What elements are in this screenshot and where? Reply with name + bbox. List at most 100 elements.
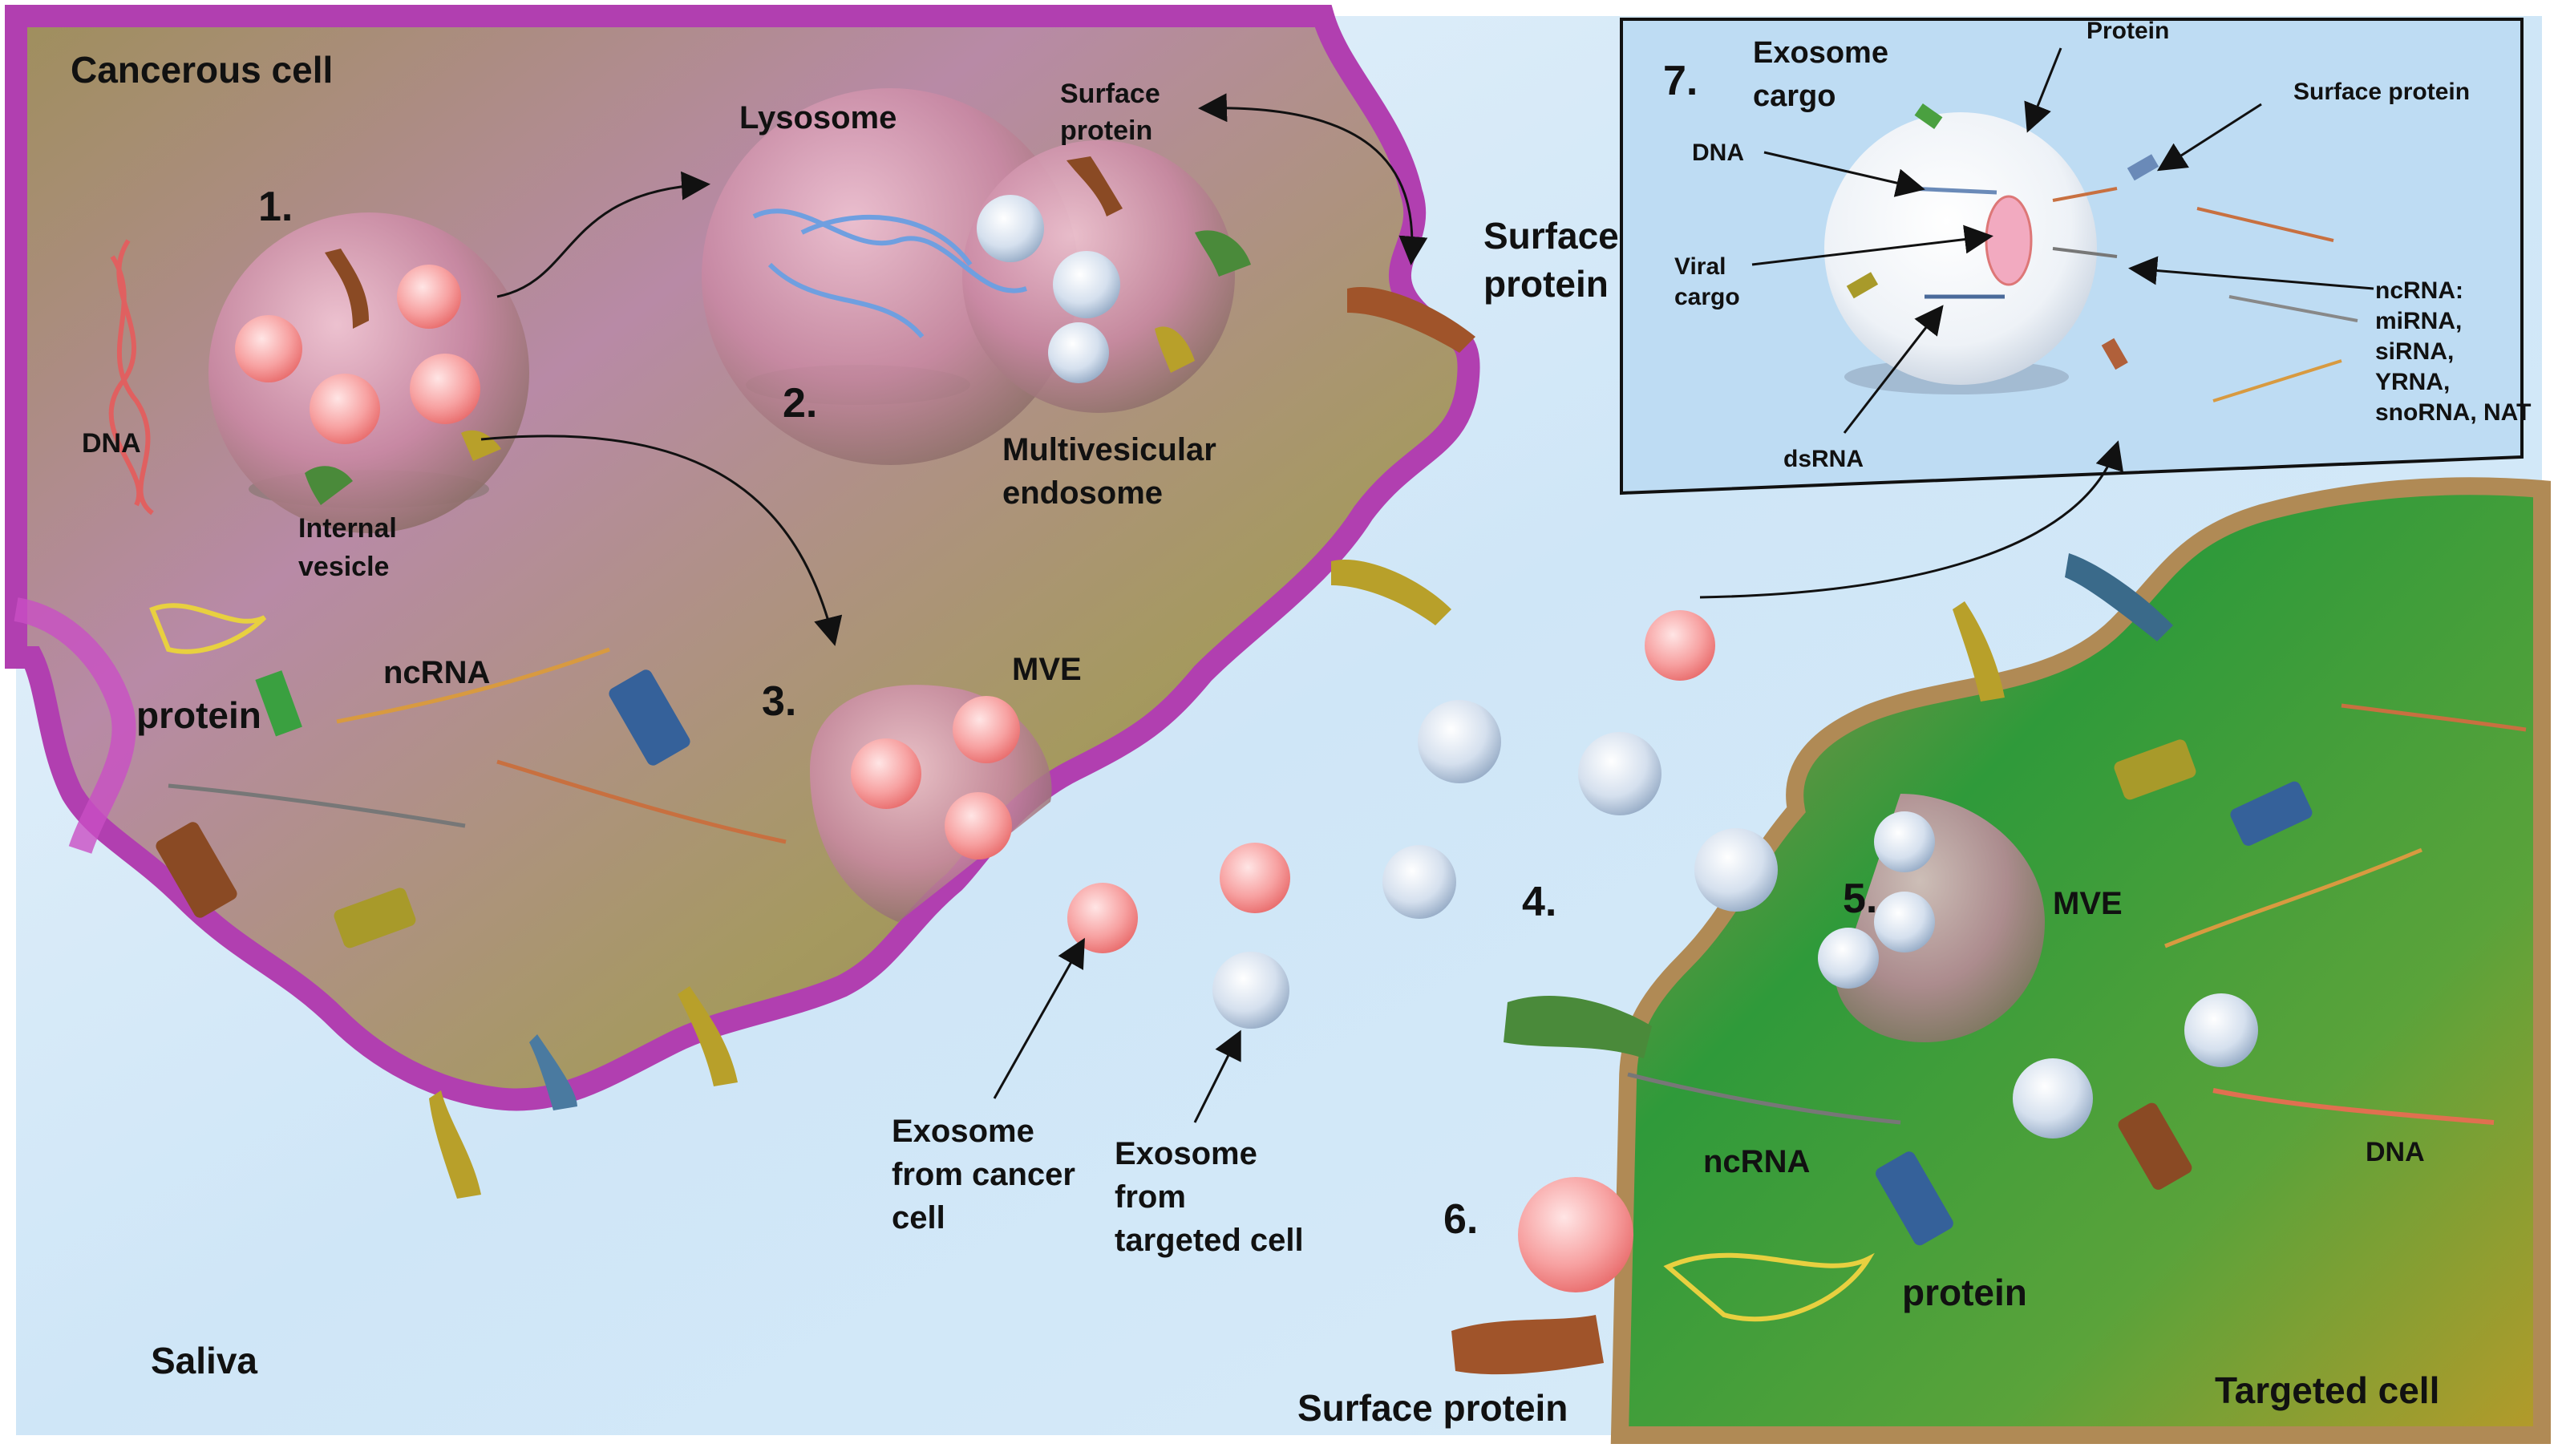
internal-vesicle-group — [208, 212, 529, 533]
ncrna-icon — [168, 783, 466, 828]
label-exosome-cancer-1: Exosome — [892, 1114, 1034, 1149]
label-mve-left: MVE — [1012, 652, 1082, 687]
step-5: 5. — [1843, 876, 1877, 922]
label-surface-protein-right-2: protein — [1483, 263, 1609, 305]
exosome-cancer — [1220, 843, 1290, 913]
protein-icon — [305, 466, 353, 505]
intra-vesicle — [977, 195, 1044, 262]
fusing-exosome-group — [1518, 1177, 1633, 1292]
inset-label-viral-1: Viral — [1674, 253, 1726, 280]
ncrna-icon — [336, 647, 610, 724]
label-exosome-cancer-3: cell — [892, 1200, 945, 1236]
label-ncrna-left: ncRNA — [383, 655, 490, 690]
inset-arrow-dsrna — [1843, 305, 1944, 434]
intra-vesicle — [1048, 322, 1109, 383]
label-lysosome: Lysosome — [739, 100, 897, 135]
surface-protein-icon — [1067, 156, 1123, 216]
protein-icon — [429, 1090, 481, 1199]
inset-label-viral-2: cargo — [1674, 284, 1740, 310]
label-multivesicular-1: Multivesicular — [1002, 432, 1216, 467]
inset-label-dsrna: dsRNA — [1783, 446, 1864, 472]
protein-icon — [2065, 553, 2173, 641]
exosome-targeted — [2013, 1058, 2093, 1139]
label-exosome-cancer-2: from cancer — [892, 1157, 1075, 1192]
inset-title-2: cargo — [1753, 79, 1836, 113]
ncrna-icon — [2228, 295, 2358, 322]
intra-vesicle — [1818, 928, 1879, 989]
ncrna-icon — [2052, 187, 2118, 202]
label-surface-protein-right-1: Surface — [1483, 215, 1619, 257]
inset-exosome — [1824, 112, 2097, 385]
inset-label-protein: Protein — [2086, 18, 2169, 44]
surface-protein-icon — [2127, 154, 2159, 181]
step-3: 3. — [762, 678, 796, 725]
lysosome-content — [752, 208, 1027, 338]
ncrna-icon — [496, 759, 787, 844]
lysosome-endosome-group — [702, 88, 1251, 465]
exosome-targeted — [1212, 952, 1289, 1029]
exosome-cancer — [1645, 610, 1715, 681]
cancerous-cell-membrane-fold — [14, 597, 136, 854]
step-1: 1. — [258, 184, 293, 230]
dna-helix-icon — [2212, 1088, 2495, 1125]
label-surface-protein-top-1: Surface — [1060, 79, 1160, 109]
intra-vesicle — [953, 696, 1020, 763]
text-labels: Cancerous cell Saliva Targeted cell Lyso… — [71, 49, 2439, 1429]
protein-icon — [1846, 272, 1879, 299]
inset-arrow-protein — [2024, 47, 2062, 133]
inset-arrow-viral — [1751, 224, 1993, 266]
intra-vesicle — [945, 792, 1012, 859]
ncrna-icon — [2164, 847, 2422, 948]
protein-icon — [149, 603, 267, 654]
protein-icon — [2118, 1102, 2192, 1190]
label-exosome-targeted-1: Exosome — [1115, 1136, 1257, 1171]
inset-title-1: Exosome — [1753, 36, 1888, 70]
arrow-exosome-target — [1193, 1029, 1241, 1123]
inset-label-dna: DNA — [1692, 140, 1744, 166]
arrow-exosome-cancer — [993, 937, 1085, 1099]
ncrna-icon — [1627, 1072, 1901, 1125]
label-surface-protein-top-2: protein — [1060, 115, 1152, 146]
cancer-cell-molecules — [108, 239, 1475, 1199]
label-targeted-cell: Targeted cell — [2215, 1369, 2439, 1411]
protein-icon — [1663, 1252, 1875, 1322]
protein-icon — [1876, 1151, 1953, 1246]
dna-helix-icon — [108, 239, 142, 507]
protein-icon — [2114, 739, 2196, 800]
protein-icon — [1953, 601, 2005, 702]
arrow-to-lysosome — [496, 171, 710, 298]
intra-vesicle — [1874, 892, 1935, 952]
label-internal-vesicle-1: Internal — [298, 513, 397, 544]
arrow-to-inset — [1699, 440, 2123, 599]
inset-label-ncrna-4: YRNA, — [2375, 369, 2450, 395]
protein-icon — [1331, 560, 1451, 625]
protein-icon — [2230, 781, 2313, 846]
arrows — [480, 47, 2374, 1123]
protein-icon — [609, 669, 690, 766]
surface-protein-icon — [325, 249, 369, 329]
inset-arrow-ncrna — [2128, 256, 2374, 290]
label-cancerous-cell: Cancerous cell — [71, 49, 333, 91]
protein-icon — [1914, 103, 1943, 129]
inset-label-ncrna-3: siRNA, — [2375, 338, 2454, 365]
intra-vesicle — [851, 738, 921, 809]
ncrna-icon — [2341, 703, 2527, 732]
ncrna-icon — [2052, 247, 2118, 258]
exosome-targeted — [1578, 732, 1661, 815]
surface-protein-icon — [1504, 995, 1652, 1058]
label-mve-right: MVE — [2053, 886, 2123, 921]
exosome-cancer — [1067, 883, 1138, 953]
exosome-targeted — [1418, 700, 1501, 783]
protein-icon — [156, 822, 237, 918]
inset-label-surface-protein: Surface protein — [2293, 79, 2470, 105]
intra-vesicle — [410, 354, 480, 424]
label-dna-right: DNA — [2366, 1137, 2425, 1167]
cancer-exosomes — [1067, 610, 1715, 953]
inset-label-ncrna-1: ncRNA: — [2375, 277, 2463, 304]
label-surface-protein-bottom: Surface protein — [1297, 1387, 1568, 1429]
label-multivesicular-2: endosome — [1002, 475, 1163, 511]
viral-cargo-icon — [1985, 195, 2033, 286]
label-exosome-targeted-2: from — [1115, 1179, 1186, 1215]
